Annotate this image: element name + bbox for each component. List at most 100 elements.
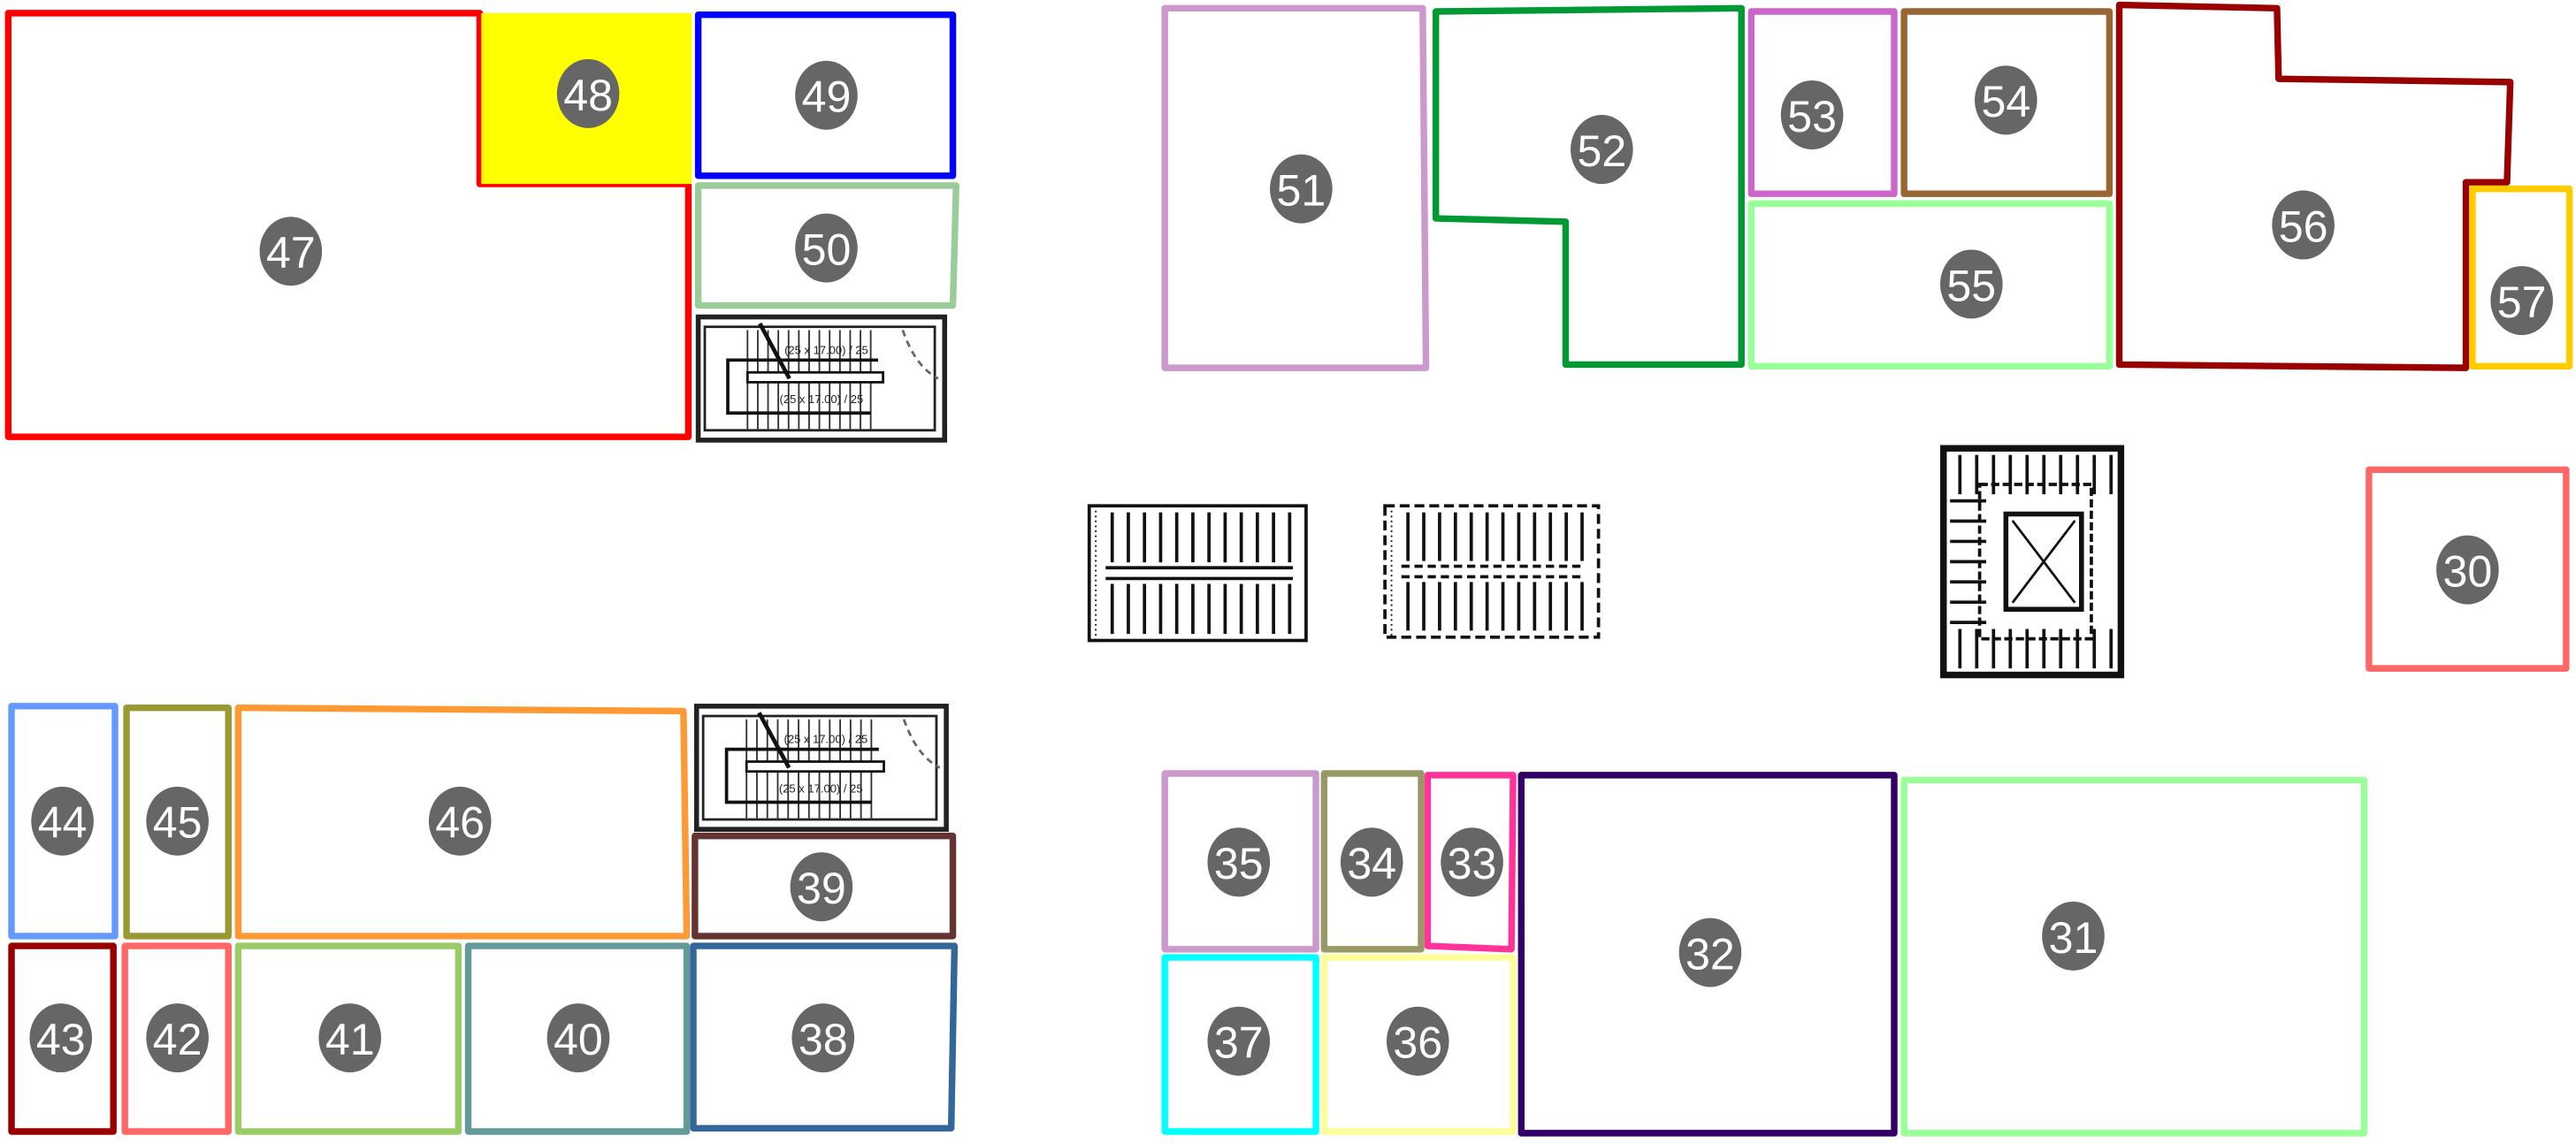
room-number-badge <box>2042 901 2105 971</box>
room-40[interactable]: 40 <box>464 942 691 1135</box>
room-number-badge <box>1678 918 1742 987</box>
room-number-badge <box>2436 535 2499 605</box>
room-35[interactable]: 35 <box>1161 770 1319 953</box>
room-number: 46 <box>435 798 485 848</box>
room-number-badge <box>2272 190 2335 260</box>
room-outline <box>1320 770 1425 953</box>
room-37[interactable]: 37 <box>1161 954 1319 1135</box>
room-44[interactable]: 44 <box>8 703 118 940</box>
room-outline <box>690 942 959 1132</box>
room-number: 43 <box>36 1015 86 1064</box>
room-outline <box>1747 200 2114 370</box>
room-46[interactable]: 46 <box>234 704 691 940</box>
room-number-badge <box>318 1003 382 1073</box>
room-57[interactable]: 57 <box>2469 185 2573 370</box>
room-43[interactable]: 43 <box>8 942 117 1135</box>
room-outline <box>121 942 232 1135</box>
room-number: 54 <box>1981 77 2030 126</box>
room-outline <box>464 942 691 1135</box>
room-number-badge <box>428 786 492 856</box>
room-51[interactable]: 51 <box>1161 4 1430 371</box>
room-number: 37 <box>1214 1018 1264 1068</box>
room-33[interactable]: 33 <box>1424 772 1517 953</box>
room-number: 49 <box>802 72 852 122</box>
room-number-badge <box>2490 265 2553 335</box>
room-number-badge <box>31 786 94 856</box>
room-number-badge <box>1441 827 1503 897</box>
room-number: 31 <box>2049 913 2098 963</box>
room-number-badge <box>146 786 209 856</box>
room-outline <box>1161 770 1319 953</box>
stair-top-left: (25 x 17.00) / 25 (25 x 17.00) / 25 <box>695 314 948 443</box>
room-number: 35 <box>1214 839 1264 888</box>
room-number-badge <box>547 1003 610 1073</box>
room-number: 41 <box>325 1015 375 1064</box>
room-53[interactable]: 53 <box>1747 8 1898 197</box>
room-outline <box>1747 8 1898 197</box>
room-number-badge <box>1780 80 1844 150</box>
room-outline <box>234 942 462 1135</box>
stair-dimension-lower: (25 x 17.00) / 25 <box>780 392 864 406</box>
room-outline <box>694 182 959 309</box>
room-outline <box>123 704 232 940</box>
stair-middle-1 <box>1087 504 1308 643</box>
room-34[interactable]: 34 <box>1320 770 1425 953</box>
room-45[interactable]: 45 <box>123 704 232 940</box>
room-number-badge <box>29 1003 93 1073</box>
room-number-badge <box>790 852 853 922</box>
room-36[interactable]: 36 <box>1320 954 1517 1135</box>
room-number: 56 <box>2279 202 2328 251</box>
room-outline <box>1424 772 1517 953</box>
room-number: 34 <box>1347 839 1396 888</box>
room-55[interactable]: 55 <box>1747 200 2114 370</box>
room-number: 32 <box>1685 929 1735 979</box>
room-outline <box>1320 954 1517 1135</box>
room-number: 39 <box>797 864 846 913</box>
room-30[interactable]: 30 <box>2366 466 2570 672</box>
room-number-badge <box>1940 249 2003 319</box>
room-outline <box>2469 185 2573 370</box>
room-47[interactable]: 47 <box>4 10 692 440</box>
room-outline <box>8 703 118 940</box>
stair-core <box>1940 445 2125 679</box>
room-number-badge <box>1207 1006 1271 1076</box>
room-number: 45 <box>153 798 203 848</box>
room-52[interactable]: 52 <box>1432 4 1745 369</box>
room-number: 42 <box>153 1015 203 1064</box>
room-number: 48 <box>563 71 613 120</box>
room-number-badge <box>1386 1006 1449 1076</box>
room-42[interactable]: 42 <box>121 942 232 1135</box>
room-number-badge <box>1340 827 1403 897</box>
room-32[interactable]: 32 <box>1517 772 1898 1137</box>
room-number-badge <box>1571 115 1633 185</box>
room-48[interactable]: 48 <box>481 12 692 185</box>
room-number-badge <box>791 1003 855 1073</box>
room-outline <box>1161 954 1319 1135</box>
room-54[interactable]: 54 <box>1900 8 2114 197</box>
stair-middle-2 <box>1383 504 1601 639</box>
room-50[interactable]: 50 <box>694 182 959 309</box>
stair-dimension-upper: (25 x 17.00) / 25 <box>784 343 868 356</box>
room-49[interactable]: 49 <box>694 11 957 179</box>
stair-dimension-lower: (25 x 17.00) / 25 <box>779 781 863 795</box>
room-number: 44 <box>38 798 88 848</box>
room-31[interactable]: 31 <box>1900 776 2368 1137</box>
room-number-badge <box>146 1003 209 1073</box>
room-39[interactable]: 39 <box>692 832 957 940</box>
room-41[interactable]: 41 <box>234 942 462 1135</box>
room-outline <box>694 11 957 179</box>
room-outline <box>2366 466 2570 672</box>
room-56[interactable]: 56 <box>2115 1 2514 371</box>
room-38[interactable]: 38 <box>690 942 959 1132</box>
room-outline <box>1517 772 1898 1137</box>
room-number: 30 <box>2442 547 2492 597</box>
room-number: 50 <box>802 225 852 274</box>
room-number-badge <box>795 213 858 283</box>
room-number: 52 <box>1577 126 1626 176</box>
room-number-badge <box>1207 827 1271 897</box>
room-outline <box>692 832 957 940</box>
room-outline <box>1900 8 2114 197</box>
room-number-badge <box>1975 65 2037 135</box>
